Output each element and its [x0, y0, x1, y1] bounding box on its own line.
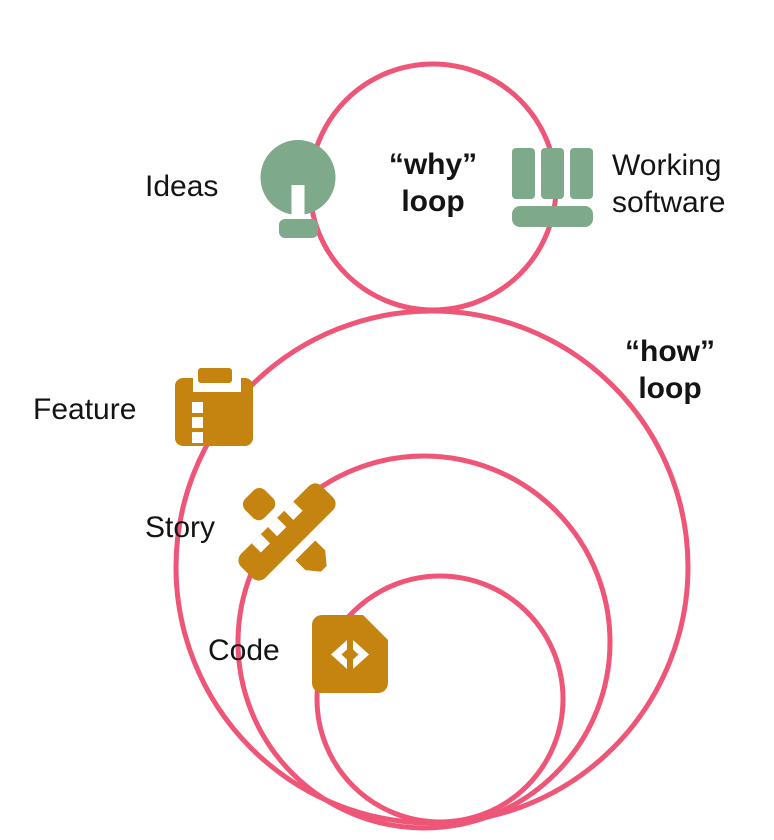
working-software-label: Working software: [612, 147, 725, 221]
clipboard-list-dot: [192, 432, 203, 443]
working-software-label-line1: Working: [612, 149, 722, 182]
ideas-label: Ideas: [145, 170, 219, 203]
clipboard-list-dot: [192, 417, 203, 428]
chevron-left-glyph: [331, 640, 347, 669]
how-loop-label: “how” loop: [625, 333, 715, 407]
clipboard-list-dot: [192, 402, 203, 413]
lightbulb-head: [260, 140, 336, 215]
loop-circles: [173, 61, 691, 831]
kanban-column: [570, 148, 593, 199]
how-loop-label-line1: “how”: [625, 335, 715, 368]
kanban-base-bar: [512, 206, 593, 227]
lightbulb-base: [279, 219, 318, 238]
code-label: Code: [208, 634, 280, 667]
why-loop-label-line1: “why”: [388, 148, 478, 181]
clipboard-body: [175, 378, 253, 446]
lightbulb-slot-cutout: [291, 185, 305, 216]
pencil-tip: [295, 540, 327, 572]
ruler-body: [238, 483, 336, 581]
kanban-column: [541, 148, 564, 199]
why-loop-label: “why” loop: [389, 146, 477, 220]
pencil-eraser: [242, 487, 276, 521]
code-file-body: [312, 615, 388, 693]
working-software-label-line2: software: [612, 186, 726, 219]
ruler-pencil-icon: [238, 483, 336, 581]
how-loop-circle-inner: [314, 573, 566, 825]
how-loop-circle-middle: [235, 453, 613, 831]
lightbulb-icon: [260, 140, 336, 238]
chevron-right-glyph: [353, 640, 369, 669]
feature-label: Feature: [33, 393, 137, 426]
why-loop-label-line2: loop: [401, 185, 465, 218]
how-loop-label-line2: loop: [638, 372, 702, 405]
code-file-icon: [312, 615, 388, 693]
clipboard-tab: [198, 368, 232, 383]
clipboard-list-icon: [175, 368, 253, 446]
kanban-board-icon: [512, 148, 593, 227]
story-label: Story: [145, 511, 216, 544]
kanban-column: [512, 148, 535, 199]
